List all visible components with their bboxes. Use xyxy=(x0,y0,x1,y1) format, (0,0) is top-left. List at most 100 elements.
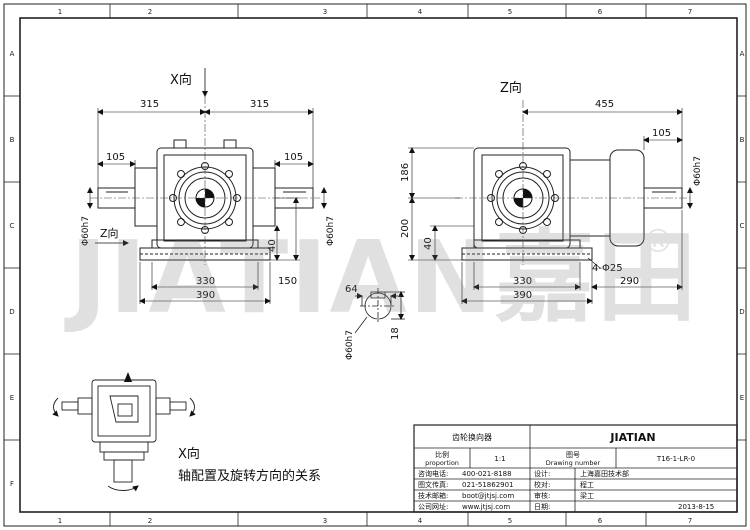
row-label: B xyxy=(740,136,745,144)
row-label: E xyxy=(10,394,14,402)
col-label: 3 xyxy=(323,8,327,16)
frame-col-labels: 1 2 3 4 5 6 7 1 2 3 4 5 6 7 xyxy=(58,8,692,525)
row-label: C xyxy=(740,222,745,230)
col-label: 2 xyxy=(148,517,152,525)
frame-row-labels: A B C D E F A B C D E xyxy=(9,50,744,488)
col-label: 7 xyxy=(688,517,692,525)
col-label: 7 xyxy=(688,8,692,16)
dim-315-right: 315 xyxy=(250,99,269,110)
key-detail xyxy=(354,288,405,334)
col-label: 6 xyxy=(598,517,603,525)
dim-290: 290 xyxy=(620,276,639,287)
scale-label-cn: 比例 xyxy=(435,450,449,459)
key-detail-labels: 64 18 Φ60h7 xyxy=(345,284,401,360)
right-view-dimensions xyxy=(408,108,693,304)
col-label: 2 xyxy=(148,8,152,16)
right-view-centerlines xyxy=(455,100,690,265)
dim-shaft-dia-right: Φ60h7 xyxy=(326,216,336,246)
tb-row-label: 图文传真: xyxy=(418,480,448,489)
dim-315-left: 315 xyxy=(140,99,159,110)
tb-row-value: 400-021-8188 xyxy=(462,470,512,478)
tb-row-value: www.jtjsj.com xyxy=(462,503,510,511)
dim-40: 40 xyxy=(423,237,434,250)
dim-105: 105 xyxy=(652,128,671,139)
tb-row-value: 021-51862901 xyxy=(462,481,514,489)
dim-105-right: 105 xyxy=(284,152,303,163)
brand-name: JIATIAN xyxy=(609,431,655,444)
dim-holes: 4-Φ25 xyxy=(592,263,623,274)
dim-186: 186 xyxy=(400,163,411,182)
dim-330: 330 xyxy=(513,276,532,287)
title-block-text: 齿轮换向器 JIATIAN 比例 proportion 1:1 图号 Drawi… xyxy=(418,431,714,511)
left-view-dim-labels: 315 315 105 105 330 390 150 40 Φ60h7 Φ60… xyxy=(81,99,336,301)
col-label: 1 xyxy=(58,517,62,525)
dim-64: 64 xyxy=(345,284,358,295)
dim-390: 390 xyxy=(196,290,215,301)
left-view-dimensions xyxy=(87,108,327,304)
dim-18: 18 xyxy=(390,327,401,340)
drawing-label-cn: 图号 xyxy=(566,451,580,459)
jiatian-watermark: JIATIAN嘉田 ® xyxy=(64,219,699,336)
z-direction-arrow: Z向 xyxy=(95,226,129,246)
note-axis-rotation: 轴配置及旋转方向的关系 xyxy=(178,468,321,484)
x-direction-arrow: X向 xyxy=(170,68,208,97)
row-label: B xyxy=(10,136,15,144)
drawing-number: T16-1-LR-0 xyxy=(656,455,695,463)
scale-value: 1:1 xyxy=(494,455,505,463)
row-label: F xyxy=(10,480,14,488)
sheet-frame xyxy=(3,3,747,527)
tb-row-value2: 梁工 xyxy=(580,491,594,500)
dim-150: 150 xyxy=(278,276,297,287)
registered-mark: ® xyxy=(642,222,674,260)
z-view-title: Z向 xyxy=(500,80,522,96)
scale-label-en: proportion xyxy=(425,459,459,467)
row-label: E xyxy=(740,394,744,402)
row-label: D xyxy=(9,308,14,316)
tb-row-label: 公司网址: xyxy=(418,502,448,511)
col-label: 5 xyxy=(508,517,512,525)
row-label: D xyxy=(739,308,744,316)
col-label: 6 xyxy=(598,8,603,16)
tb-row-value2: 2013-8-15 xyxy=(678,503,714,511)
col-label: 4 xyxy=(418,517,423,525)
tb-row-label2: 日期: xyxy=(534,503,550,511)
dim-390: 390 xyxy=(513,290,532,301)
left-view-centerlines xyxy=(90,96,320,265)
dim-330: 330 xyxy=(196,276,215,287)
rotation-schematic xyxy=(52,379,196,492)
col-label: 3 xyxy=(323,517,327,525)
note-x-dir: X向 xyxy=(178,446,200,462)
left-flange xyxy=(163,154,247,242)
title-block xyxy=(413,424,738,513)
row-label: C xyxy=(10,222,15,230)
z-arrow-label: Z向 xyxy=(100,226,119,240)
watermark-text: JIATIAN嘉田 xyxy=(64,219,699,336)
tb-row-label: 技术邮箱: xyxy=(418,491,448,500)
tb-row-label2: 校对: xyxy=(534,480,550,489)
col-label: 1 xyxy=(58,8,62,16)
dim-40: 40 xyxy=(267,239,278,252)
row-label: A xyxy=(10,50,15,58)
tb-row-value2: 上海嘉田技术部 xyxy=(580,469,629,478)
tb-row-label2: 设计: xyxy=(534,469,550,478)
frame-zone-ticks xyxy=(4,4,746,526)
schematic-shaft-marks xyxy=(124,372,132,382)
col-label: 4 xyxy=(418,8,423,16)
drawing-label-en: Drawing number xyxy=(546,459,601,467)
x-arrow-label: X向 xyxy=(170,72,192,88)
tb-row-label2: 审核: xyxy=(534,491,550,500)
row-label: A xyxy=(740,50,745,58)
schematic-note: X向 轴配置及旋转方向的关系 xyxy=(178,446,321,484)
tb-row-label: 咨询电话: xyxy=(418,469,448,478)
dim-shaft-dia-left: Φ60h7 xyxy=(81,216,91,246)
dim-105-left: 105 xyxy=(106,152,125,163)
dim-455: 455 xyxy=(595,99,614,110)
tb-row-value2: 程工 xyxy=(580,480,594,489)
col-label: 5 xyxy=(508,8,512,16)
dim-shaft-dia: Φ60h7 xyxy=(693,156,703,186)
tb-row-value: boot@jtjsj.com xyxy=(462,492,514,500)
product-name: 齿轮换向器 xyxy=(452,432,492,442)
right-view-dim-labels: Z向 455 105 186 200 40 330 390 290 4-Φ25 … xyxy=(400,80,703,301)
dim-200: 200 xyxy=(400,219,411,238)
